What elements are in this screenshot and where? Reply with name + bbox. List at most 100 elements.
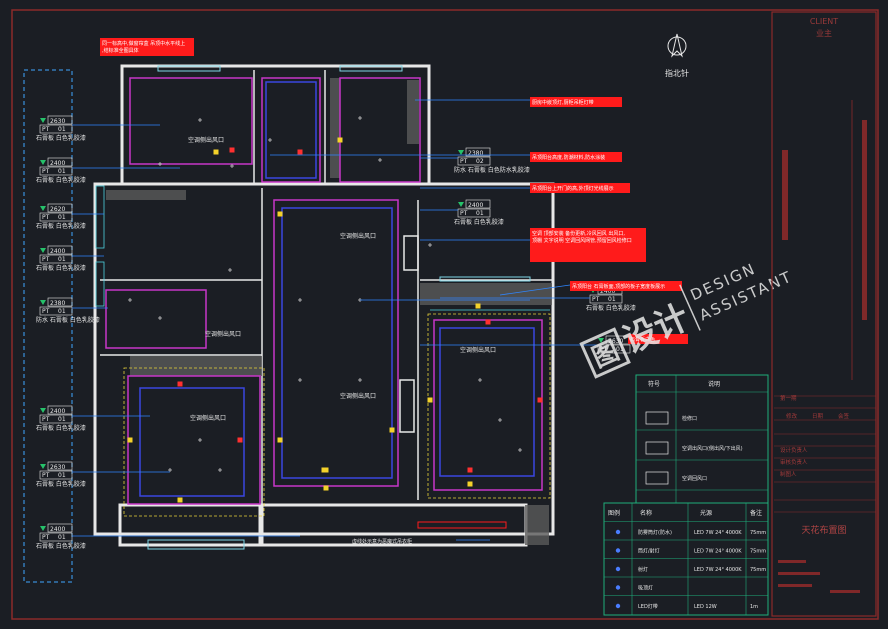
- light-icon: [337, 137, 343, 143]
- legend-symbol-icon: [615, 548, 621, 553]
- point-marker-icon: [498, 418, 502, 422]
- tag-marker-icon: [40, 408, 46, 413]
- symbol-icon: [645, 411, 669, 425]
- tag-height: 2630: [50, 118, 65, 125]
- legend-source: LED 7W 24° 4000K: [694, 530, 742, 536]
- legend-header-2: 光源: [700, 509, 712, 517]
- compass-label: 指北针: [665, 68, 689, 78]
- tag-height: 2400: [600, 288, 615, 295]
- tag-marker-icon: [40, 526, 46, 531]
- legend-source: LED 12W: [694, 604, 717, 610]
- tag-note: 石膏板 白色乳胶漆: [36, 542, 86, 550]
- tag-code: PT: [42, 416, 50, 423]
- compass: 指北针: [665, 33, 689, 78]
- callout-4: 空调 顶部安装 备份更新,冷风回风 出风口,顶棚 文字说明 空调回风网管,预留回…: [530, 228, 646, 262]
- tag-height: 2630: [608, 338, 623, 345]
- tag-code: PT: [42, 168, 50, 175]
- tag-marker-icon: [598, 338, 604, 343]
- client-cn: 业主: [816, 28, 832, 38]
- tag-marker-icon: [40, 160, 46, 165]
- point-marker-icon: [428, 243, 432, 247]
- point-marker-icon: [198, 118, 202, 122]
- tag-note: 石膏板 白色乳胶漆: [36, 222, 86, 230]
- legend-header-3: 备注: [750, 509, 762, 517]
- legend-note: 75mm: [750, 549, 766, 555]
- legend-symbol-icon: [615, 585, 621, 590]
- tag-height: 2400: [50, 248, 65, 255]
- tag-height: 2380: [468, 150, 483, 157]
- title-cell-6: 制图人: [780, 470, 797, 478]
- point-marker-icon: [358, 378, 362, 382]
- light-icon: [467, 481, 473, 487]
- callout-7: 虚线处示意为恶魔式吊衣柜: [352, 538, 412, 545]
- light-icon: [237, 437, 243, 443]
- tag-marker-icon: [458, 150, 464, 155]
- point-marker-icon: [298, 298, 302, 302]
- callout-6: 石膏板白色: [628, 334, 688, 344]
- symbol-icon: [645, 441, 669, 455]
- tag-height: 2630: [50, 464, 65, 471]
- point-marker-icon: [168, 468, 172, 472]
- tag-note: 石膏板 白色乳胶漆: [586, 304, 636, 312]
- legend-name: 筒灯/射灯: [638, 548, 660, 555]
- tag-note: 防水 石膏板 白色乳胶漆: [36, 316, 100, 324]
- tag-marker-icon: [40, 464, 46, 469]
- legend-source: LED 7W 24° 4000K: [694, 549, 742, 555]
- callout-text: 石膏板白色: [630, 336, 655, 343]
- north-arrow-icon: [667, 36, 687, 56]
- room-label-3: 空调侧出风口: [340, 392, 376, 400]
- symbol-desc: 空调回风口: [682, 475, 707, 482]
- legend-symbol-icon: [615, 529, 621, 535]
- tag-code: PT: [460, 210, 468, 217]
- legend-symbol-icon: [615, 566, 621, 572]
- sheet-name: 天花布置图: [801, 524, 846, 536]
- point-marker-icon: [218, 468, 222, 472]
- title-cell-0: 第一期: [780, 394, 797, 402]
- tag-num: 01: [58, 256, 66, 263]
- room-label-5: 空调侧出风口: [205, 330, 241, 338]
- light-icon: [127, 437, 133, 443]
- symbol-icon: [645, 471, 669, 485]
- tag-num: 01: [58, 534, 66, 541]
- symbol-desc: 空调出风口(侧出风/下出风): [682, 445, 743, 452]
- callout-text: 同一标高中,做窗帘盒 吊顶中水平线上,结标准全图具体: [102, 40, 185, 54]
- point-marker-icon: [518, 448, 522, 452]
- tag-height: 2400: [50, 160, 65, 167]
- legend-note: 75mm: [750, 567, 766, 573]
- legend-note: 75mm: [750, 530, 766, 536]
- light-icon: [321, 467, 327, 473]
- room-label-2: 空调侧出风口: [460, 346, 496, 354]
- title-cell-4: 设计负责人: [780, 446, 808, 454]
- tag-height: 2400: [50, 408, 65, 415]
- callout-text: 厨房中嵌顶灯,厨柜吊柜灯带: [532, 99, 594, 106]
- tag-height: 2400: [468, 202, 483, 209]
- callout-3: 吊顶阳台上开门的高,外顶灯光线展示: [530, 183, 630, 193]
- tag-num: 01: [476, 210, 484, 217]
- tag-code: PT: [42, 472, 50, 479]
- legend-name: 射灯: [638, 566, 648, 573]
- title-cell-2: 日期: [812, 413, 824, 420]
- sheet-border: [11, 9, 879, 620]
- light-icon: [485, 319, 491, 325]
- tag-num: 01: [58, 308, 66, 315]
- left-tag-rail: [23, 69, 73, 583]
- tag-note: 防水 石膏板 白色防水乳胶漆: [454, 166, 530, 174]
- point-marker-icon: [230, 164, 234, 168]
- tag-height: 2380: [50, 300, 65, 307]
- light-icon: [277, 437, 283, 443]
- tag-height: 2400: [50, 526, 65, 533]
- tag-code: PT: [42, 214, 50, 221]
- callout-2: 吊顶阳台高度,防潮材料,防水涂装: [530, 152, 622, 162]
- room-label-0: 空调侧出风口: [188, 136, 224, 144]
- light-icon: [323, 485, 329, 491]
- tag-num: 01: [58, 416, 66, 423]
- tag-num: 01: [608, 296, 616, 303]
- callout-5: 吊顶阳台 石膏板面,顶部的板子宽度板展示: [570, 281, 682, 291]
